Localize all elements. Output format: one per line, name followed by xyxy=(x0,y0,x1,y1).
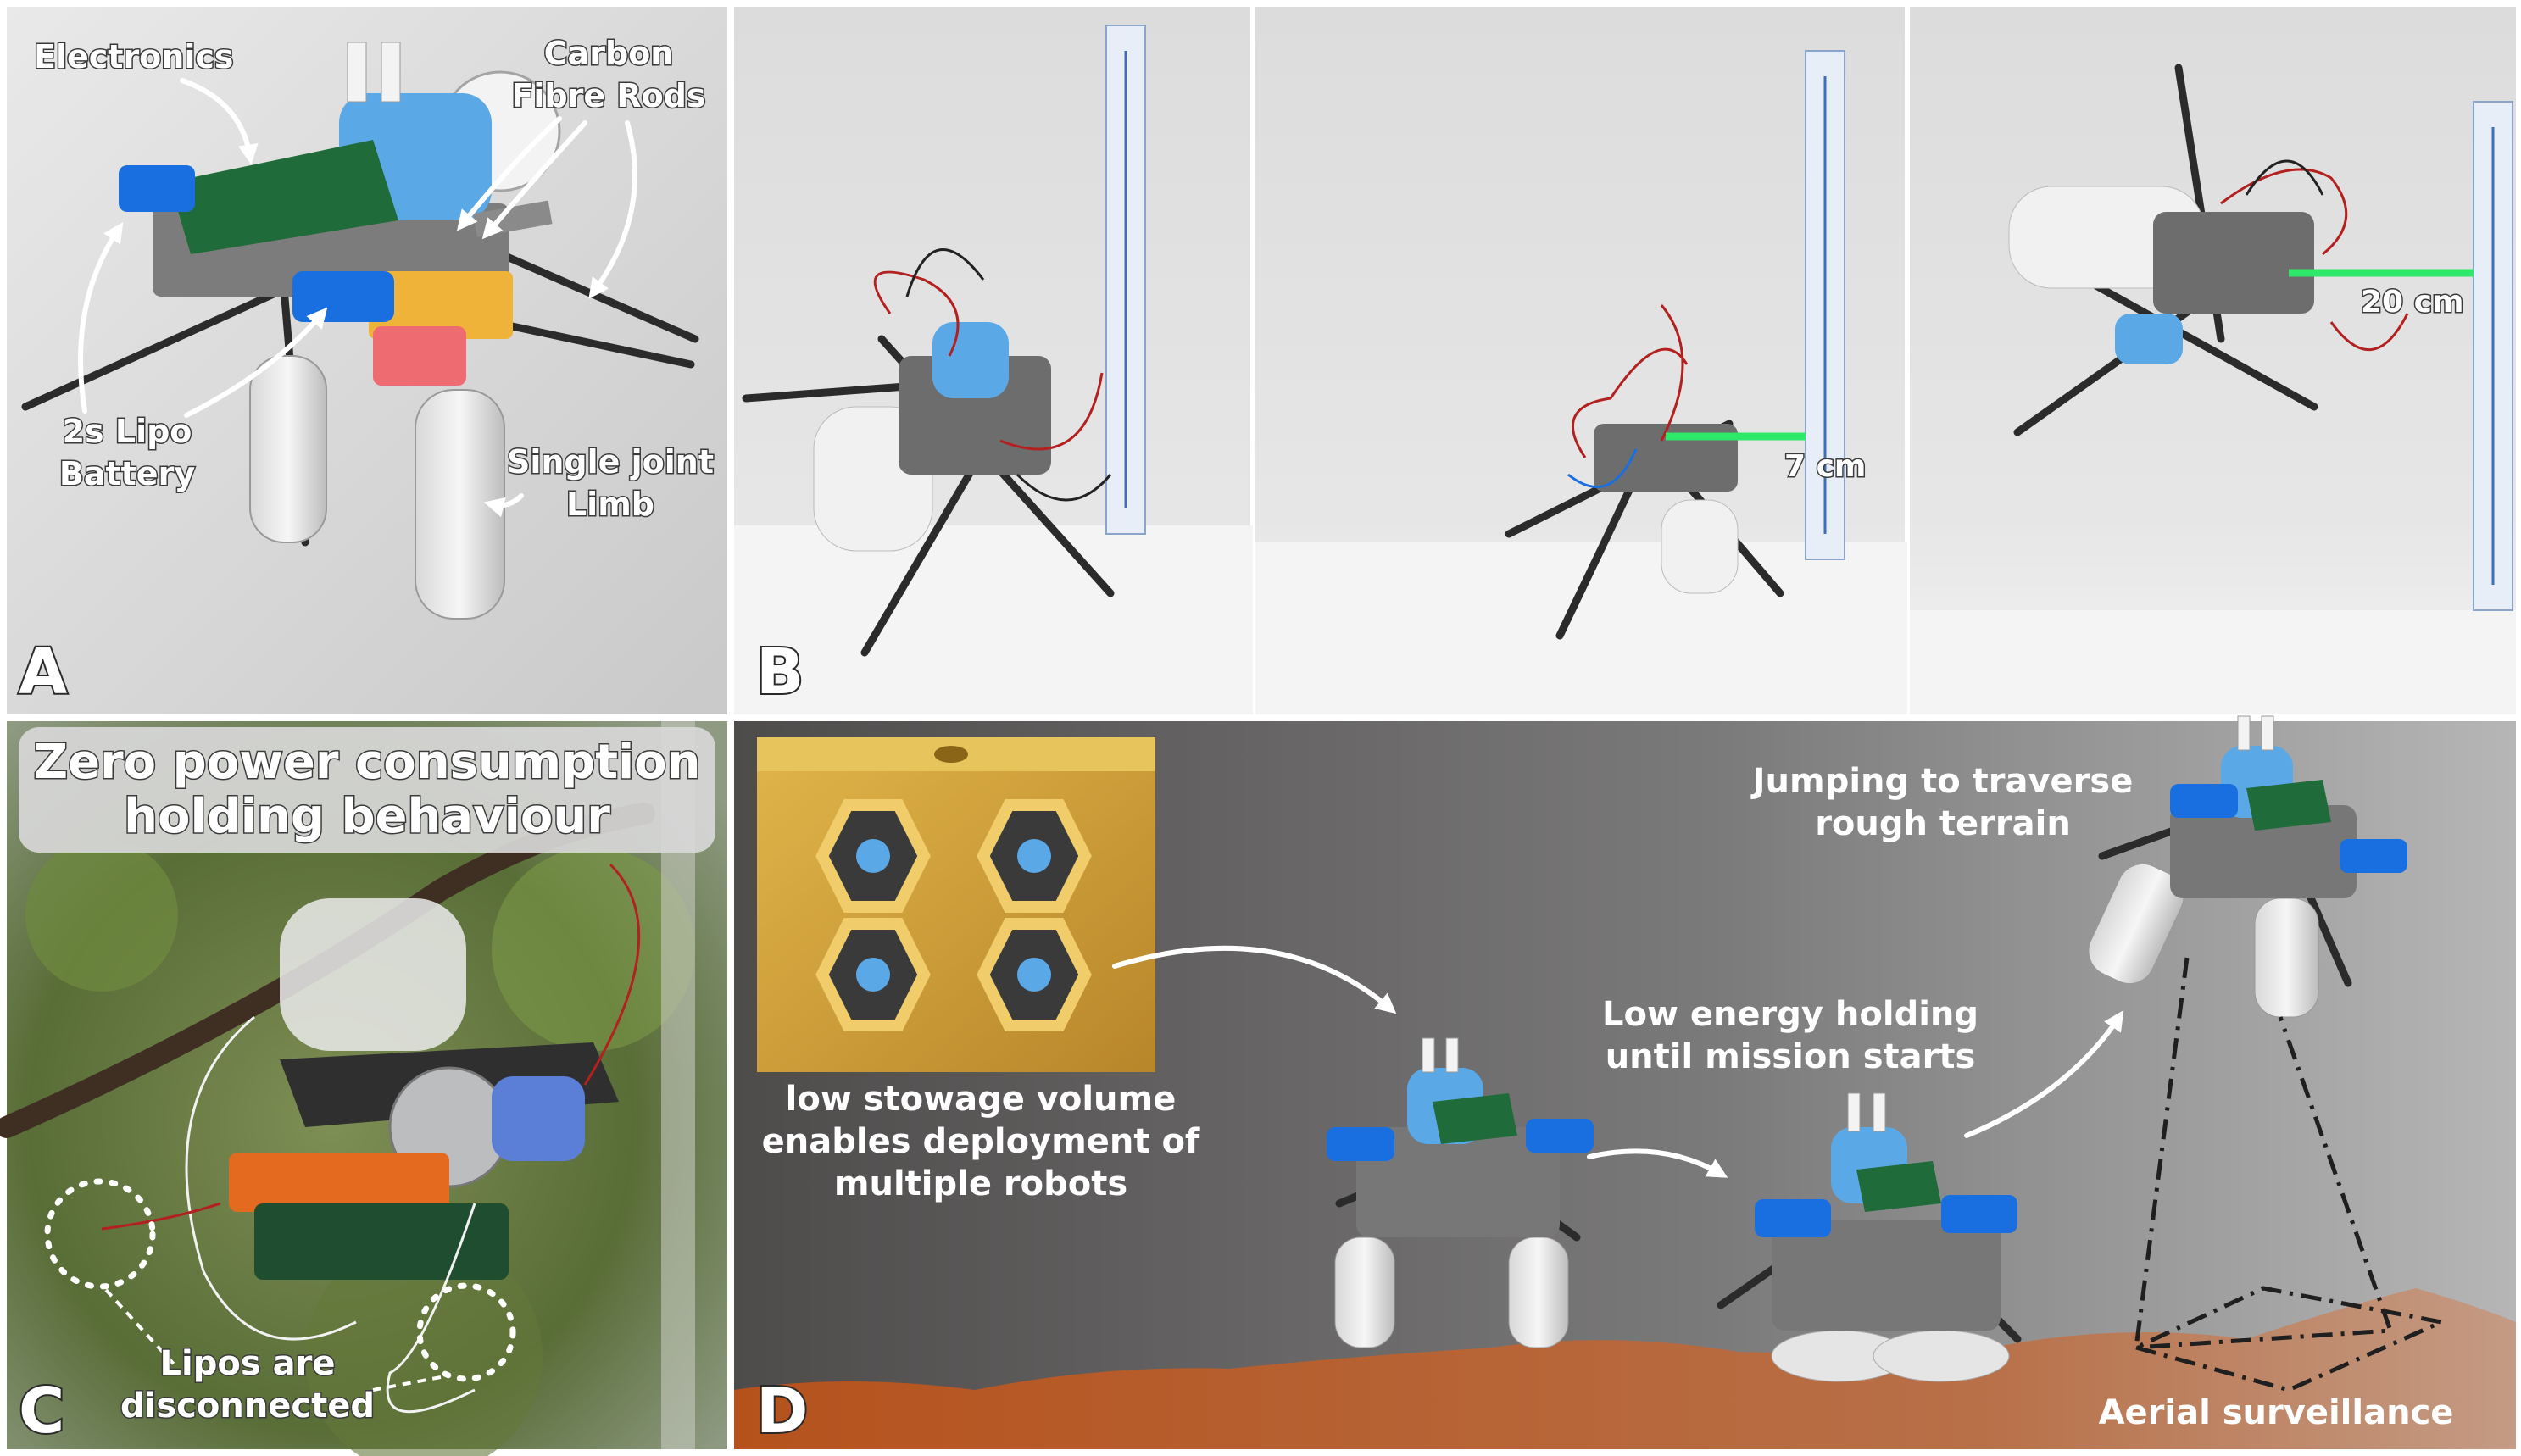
height-label-7cm: 7 cm xyxy=(1784,449,1866,484)
robot-photo-b3 xyxy=(2008,64,2409,436)
stowage-line2: enables deployment of xyxy=(762,1122,1200,1161)
arrow-to-holding xyxy=(1587,1148,1728,1178)
panel-a: Electronics Carbon Fibre Rods 2s Lipo Ba… xyxy=(7,7,727,714)
banner-line2: holding behaviour xyxy=(124,789,610,844)
label-electronics: Electronics xyxy=(34,38,234,75)
leader-line-2 xyxy=(372,1375,442,1392)
stowage-container xyxy=(757,737,1155,1072)
jumping-line1: Jumping to traverse xyxy=(1750,762,2134,801)
ruler-1 xyxy=(1105,25,1146,535)
panel-letter-c: C xyxy=(19,1375,64,1448)
note-line1: Lipos are xyxy=(160,1344,336,1383)
surveillance-label: Aerial surveillance xyxy=(2099,1393,2454,1432)
robot-photo-b2 xyxy=(1505,304,1784,640)
ruler-3 xyxy=(2473,101,2513,611)
label-lipo-line1: 2s Lipo xyxy=(63,413,192,450)
lipo-disconnected-circle-2 xyxy=(416,1282,516,1382)
arrow-carbon-2 xyxy=(481,120,587,240)
height-label-20cm: 20 cm xyxy=(2361,285,2463,320)
panel-d: low stowage volume enables deployment of… xyxy=(734,715,2516,1449)
holding-line1: Low energy holding xyxy=(1602,995,1978,1034)
label-lipo-line2: Battery xyxy=(59,455,195,492)
arrow-deploy xyxy=(1112,945,1397,1014)
note-line2: disconnected xyxy=(120,1387,375,1425)
arrow-carbon-1 xyxy=(456,116,562,231)
jumping-line2: rough terrain xyxy=(1815,804,2071,843)
terrain xyxy=(734,1288,2516,1449)
robot-render-holding xyxy=(1717,1092,2022,1382)
lipo-disconnected-circle-1 xyxy=(44,1178,156,1290)
robot-photo-c xyxy=(101,863,641,1414)
arrow-carbon-3 xyxy=(588,120,637,299)
arrow-lipo-1 xyxy=(78,222,124,414)
robot-render-jumping xyxy=(2088,715,2407,1018)
holding-banner xyxy=(19,727,715,853)
stowage-line3: multiple robots xyxy=(834,1164,1127,1203)
label-limb-line1: Single joint xyxy=(507,443,714,481)
arrow-electronics xyxy=(180,78,259,165)
label-limb-line2: Limb xyxy=(566,486,654,523)
robot-render-deployed xyxy=(1327,1037,1594,1348)
robot-render-a xyxy=(21,42,699,620)
arrow-limb xyxy=(483,493,524,518)
panel-letter-d: D xyxy=(756,1375,808,1448)
panel-letter-a: A xyxy=(19,636,67,709)
surveillance-cone xyxy=(2134,957,2394,1350)
ruler-2 xyxy=(1805,50,1845,560)
robot-photo-b1 xyxy=(742,248,1115,657)
label-carbon-line2: Fibre Rods xyxy=(511,77,705,114)
stowage-line1: low stowage volume xyxy=(786,1080,1177,1119)
panel-letter-b: B xyxy=(756,636,804,709)
holding-line2: until mission starts xyxy=(1606,1037,1976,1076)
label-carbon-line1: Carbon xyxy=(544,35,674,72)
arrow-lipo-2 xyxy=(184,307,328,418)
panel-c: Zero power consumption holding behaviour… xyxy=(0,721,727,1456)
leader-line-1 xyxy=(104,1288,180,1370)
banner-line1: Zero power consumption xyxy=(33,735,700,790)
panel-b: 7 cm 20 cm B xyxy=(734,7,2516,714)
arrow-to-jump xyxy=(1964,1010,2124,1138)
